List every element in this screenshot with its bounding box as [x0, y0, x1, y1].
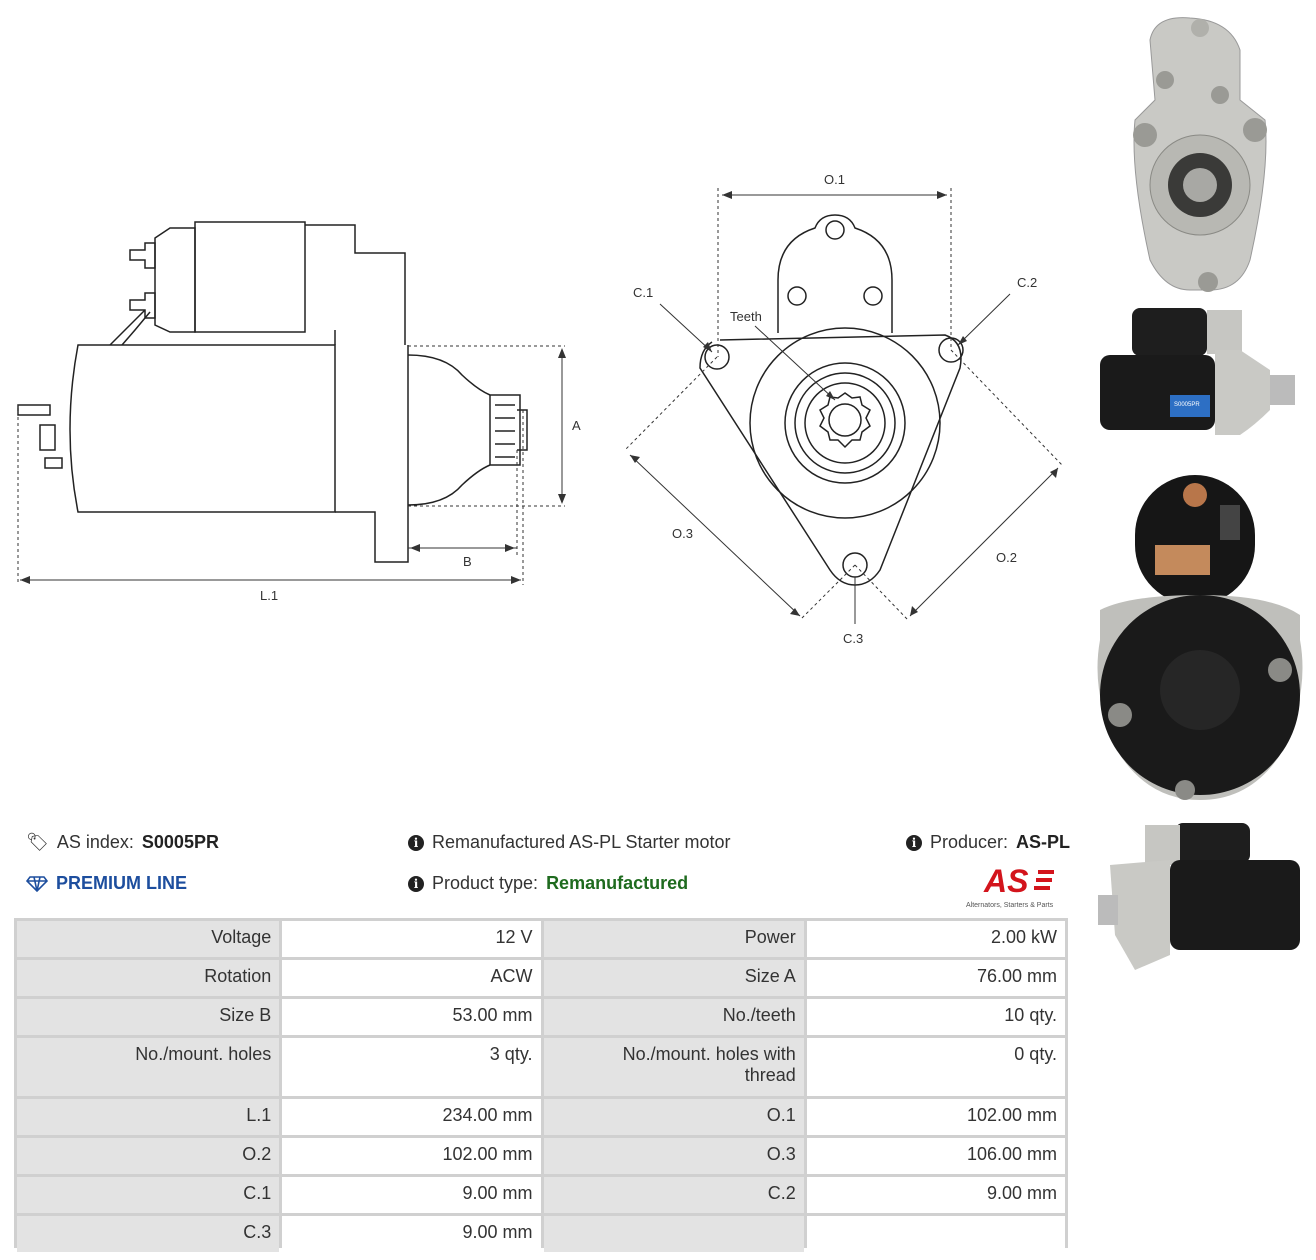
as-index-value: S0005PR	[141, 832, 219, 852]
as-index: 🏷 AS index: S0005PR	[26, 832, 219, 853]
spec-value: 102.00 mm	[806, 1099, 1065, 1135]
product-photo-front	[1133, 17, 1267, 292]
dim-b-label: B	[463, 554, 472, 569]
spec-value: 76.00 mm	[806, 960, 1065, 996]
spec-value: 106.00 mm	[806, 1138, 1065, 1174]
spec-value: 9.00 mm	[282, 1216, 541, 1252]
spec-value: 53.00 mm	[282, 999, 541, 1035]
as-index-label: AS index:	[56, 832, 134, 852]
product-photo-side: S0005PR	[1100, 308, 1295, 435]
product-photo-side-2	[1098, 823, 1300, 970]
tags-icon: 🏷	[26, 832, 49, 852]
spec-value: 9.00 mm	[282, 1177, 541, 1213]
dim-o2-label: O.2	[996, 550, 1017, 565]
spec-label: C.3	[17, 1216, 280, 1252]
spec-label	[543, 1216, 804, 1252]
product-type-label: Product type:	[432, 873, 539, 893]
spec-value: 234.00 mm	[282, 1099, 541, 1135]
brand-tagline: Alternators, Starters & Parts	[966, 902, 1054, 909]
spec-label: O.3	[543, 1138, 804, 1174]
dim-c3-label: C.3	[843, 631, 863, 646]
brand-logo-text: AS	[983, 864, 1029, 896]
dim-c1-label: C.1	[633, 285, 653, 300]
front-view-drawing: O.1 O.3 O.2 C.1 C.2 C.3 Teeth	[624, 172, 1063, 646]
product-type-value: Remanufactured	[546, 873, 689, 893]
brand-logo: AS Alternators, Starters & Parts	[966, 863, 1068, 909]
photo-label-sticker: S0005PR	[1174, 402, 1200, 408]
premium-line-label: PREMIUM LINE	[56, 873, 188, 893]
spec-label: Power	[543, 921, 804, 957]
producer-label: Producer:	[930, 832, 1009, 852]
dim-o1-label: O.1	[824, 172, 845, 187]
producer: i Producer: AS-PL	[906, 832, 1070, 853]
spec-label: O.1	[543, 1099, 804, 1135]
spec-label: O.2	[17, 1138, 280, 1174]
spec-value: 12 V	[282, 921, 541, 957]
info-icon: i	[408, 875, 424, 892]
spec-value: 0 qty.	[806, 1038, 1065, 1096]
teeth-label: Teeth	[730, 309, 762, 324]
spec-value: ACW	[282, 960, 541, 996]
spec-value: 2.00 kW	[806, 921, 1065, 957]
spec-label: Size B	[17, 999, 280, 1035]
description-text: Remanufactured AS-PL Starter motor	[432, 832, 731, 852]
spec-label: No./teeth	[543, 999, 804, 1035]
spec-value	[806, 1216, 1065, 1252]
spec-label: No./mount. holes	[17, 1038, 280, 1096]
info-icon: i	[906, 834, 922, 851]
spec-label: Size A	[543, 960, 804, 996]
spec-label: C.1	[17, 1177, 280, 1213]
spec-label: Voltage	[17, 921, 280, 957]
producer-value: AS-PL	[1016, 832, 1071, 852]
dim-a-label: A	[572, 418, 581, 433]
spec-value: 102.00 mm	[282, 1138, 541, 1174]
premium-line: PREMIUM LINE	[26, 873, 187, 894]
description: i Remanufactured AS-PL Starter motor	[408, 832, 730, 853]
dim-o3-label: O.3	[672, 526, 693, 541]
spec-value: 10 qty.	[806, 999, 1065, 1035]
spec-label: C.2	[543, 1177, 804, 1213]
diamond-icon	[26, 875, 48, 892]
spec-label: No./mount. holes with thread	[543, 1038, 804, 1096]
dim-c2-label: C.2	[1017, 275, 1037, 290]
spec-label: Rotation	[17, 960, 280, 996]
spec-label: L.1	[17, 1099, 280, 1135]
info-icon: i	[408, 834, 424, 851]
spec-value: 3 qty.	[282, 1038, 541, 1096]
spec-value: 9.00 mm	[806, 1177, 1065, 1213]
product-type: i Product type: Remanufactured	[408, 873, 688, 894]
product-photo-rear	[1097, 475, 1303, 800]
dim-l1-label: L.1	[260, 588, 278, 603]
brand-logo-mark: AS	[983, 863, 1054, 899]
side-view-drawing: A B L.1	[17, 221, 581, 603]
